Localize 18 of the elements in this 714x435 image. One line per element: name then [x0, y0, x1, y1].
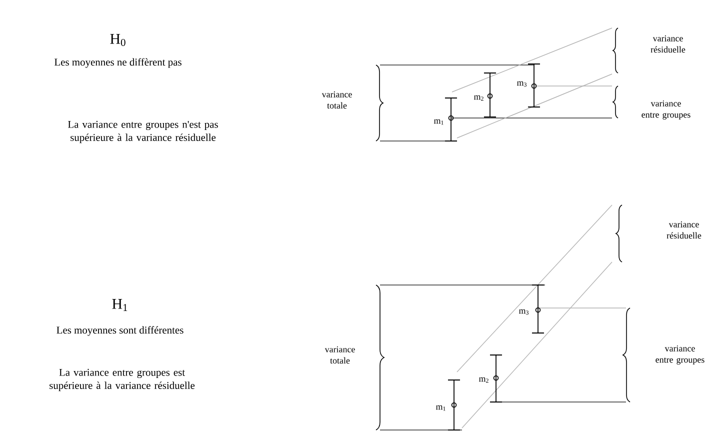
hypothesis-text: Les moyennes ne diffèrent pas: [54, 58, 182, 68]
hypothesis-text: Les moyennes sont différentes: [56, 326, 184, 336]
brace-label: variance entre groupes: [642, 100, 690, 120]
hypothesis-title: H$_{1}$: [112, 299, 128, 311]
brace-label: variance résiduelle: [650, 35, 686, 53]
hypothesis-title: H$_{0}$: [110, 34, 126, 46]
brace-label: variance totale: [324, 346, 355, 364]
mean-label: m$_{3}$: [516, 81, 526, 87]
mean-label: m$_{2}$: [478, 377, 488, 383]
mean-label: m$_{3}$: [518, 309, 528, 315]
brace-label: variance entre groupes: [656, 345, 704, 365]
brace-label: variance totale: [322, 91, 352, 109]
hypothesis-text: La variance entre groupes n'est pas supérieure à la variance résiduelle: [68, 120, 218, 144]
mean-label: m$_{1}$: [434, 119, 444, 125]
mean-label: m$_{1}$: [436, 405, 446, 411]
brace-label: variance résiduelle: [666, 221, 702, 239]
hypothesis-text: La variance entre groupes est supérieure à la variance résiduelle: [50, 368, 195, 392]
mean-label: m$_{2}$: [474, 95, 484, 101]
